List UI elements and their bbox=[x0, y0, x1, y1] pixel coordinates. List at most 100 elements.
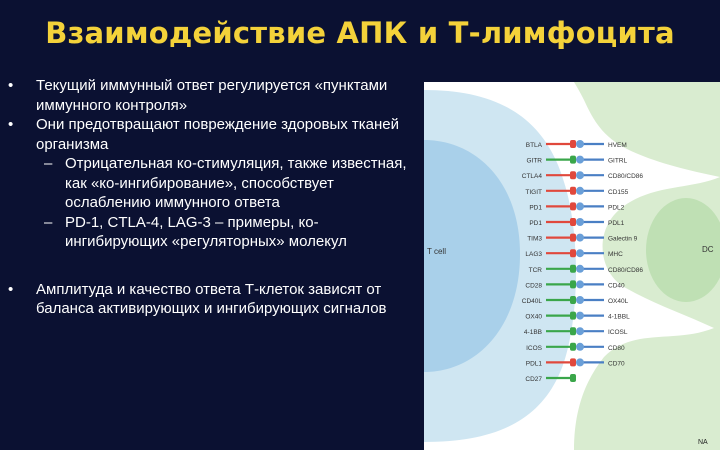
ligand-head bbox=[576, 249, 584, 258]
receptor-head bbox=[570, 155, 576, 164]
t-cell-label: T cell bbox=[427, 247, 446, 256]
receptor-ligand-pair bbox=[546, 218, 604, 226]
ligand-label: CD80/CD86 bbox=[608, 173, 643, 180]
dc-membrane bbox=[574, 82, 720, 450]
receptor-head bbox=[570, 280, 576, 289]
receptor-label: TIM3 bbox=[527, 236, 542, 243]
t-cell-nucleus bbox=[424, 140, 520, 372]
receptor-label: ICOS bbox=[526, 345, 543, 352]
receptor-ligand-pair bbox=[546, 202, 604, 211]
receptor-label: PDL1 bbox=[526, 360, 543, 367]
ligand-head bbox=[576, 171, 584, 180]
dc-label: DC bbox=[702, 245, 714, 254]
ligand-head bbox=[576, 311, 584, 320]
receptor-label: PD1 bbox=[529, 220, 542, 227]
receptor-ligand-pair bbox=[546, 186, 604, 195]
ligand-label: GITRL bbox=[608, 158, 628, 165]
bullet-text: Амплитуда и качество ответа Т-клеток зав… bbox=[36, 280, 387, 318]
receptor-ligand-pair bbox=[546, 327, 604, 336]
receptor-ligand-pair bbox=[546, 374, 576, 382]
figure-corner-text: NA bbox=[698, 439, 708, 446]
ligand-head bbox=[576, 186, 584, 195]
sub-bullet-item: –PD-1, CTLA-4, LAG-3 – примеры, ко-ингиб… bbox=[8, 213, 420, 252]
receptor-head bbox=[570, 140, 576, 148]
bullet-marker: • bbox=[8, 116, 14, 133]
bullet-text: Они предотвращают повреждение здоровых т… bbox=[36, 116, 400, 153]
receptor-label: CD28 bbox=[525, 282, 542, 289]
bullet-item: • Они предотвращают повреждение здоровых … bbox=[8, 115, 420, 154]
receptor-head bbox=[570, 218, 576, 226]
sub-bullet-text: PD-1, CTLA-4, LAG-3 – примеры, ко-ингиби… bbox=[65, 213, 347, 251]
ligand-head bbox=[576, 202, 584, 211]
receptor-head bbox=[570, 202, 576, 211]
bullet-marker: • bbox=[8, 280, 14, 298]
receptor-ligand-pair bbox=[546, 155, 604, 164]
receptor-ligand-pair bbox=[546, 171, 604, 180]
receptor-ligand-pair bbox=[546, 342, 604, 351]
figure-svg: DC T cell BTLAGITRCTLA4TIGITPD1PD1TIM3LA… bbox=[424, 82, 720, 450]
t-cell-receptor-labels: BTLAGITRCTLA4TIGITPD1PD1TIM3LAG3TCRCD28C… bbox=[522, 142, 543, 383]
receptor-label: TIGIT bbox=[525, 189, 542, 196]
ligand-head bbox=[576, 342, 584, 351]
receptor-ligand-pair bbox=[546, 264, 604, 273]
ligand-label: PDL2 bbox=[608, 204, 625, 211]
slide-title: Взаимодействие АПК и Т-лимфоцита bbox=[45, 16, 675, 50]
dc-ligand-labels: HVEMGITRLCD80/CD86CD155PDL2PDL1Galectin … bbox=[608, 142, 643, 367]
receptor-label: 4-1BB bbox=[524, 329, 542, 336]
bullet-list: •Текущий иммунный ответ регулируется «пу… bbox=[8, 76, 420, 319]
receptor-head bbox=[570, 186, 576, 195]
sub-bullet-item: –Отрицательная ко-стимуляция, также изве… bbox=[8, 154, 420, 213]
receptor-label: OX40 bbox=[525, 314, 542, 321]
dc-nucleus bbox=[646, 198, 720, 302]
sub-bullet-text: Отрицательная ко-стимуляция, также извес… bbox=[65, 155, 407, 211]
receptor-head bbox=[570, 233, 576, 242]
ligand-head bbox=[576, 327, 584, 336]
receptor-label: PD1 bbox=[529, 204, 542, 211]
receptor-head bbox=[570, 342, 576, 351]
receptor-ligand-pair bbox=[546, 311, 604, 320]
receptor-label: CD27 bbox=[525, 376, 542, 383]
ligand-label: 4-1BBL bbox=[608, 314, 630, 321]
ligand-label: OX40L bbox=[608, 298, 629, 305]
bullet-item: •Текущий иммунный ответ регулируется «пу… bbox=[8, 76, 420, 115]
ligand-label: PDL1 bbox=[608, 220, 625, 227]
receptor-head bbox=[570, 249, 576, 258]
receptor-head bbox=[570, 374, 576, 382]
ligand-label: CD70 bbox=[608, 360, 625, 367]
ligand-head bbox=[576, 155, 584, 164]
ligand-label: Galectin 9 bbox=[608, 236, 638, 243]
receptor-ligand-pair bbox=[546, 280, 604, 289]
ligand-head bbox=[576, 264, 584, 273]
ligand-label: CD80/CD86 bbox=[608, 267, 643, 274]
receptor-label: BTLA bbox=[526, 142, 543, 149]
receptor-head bbox=[570, 264, 576, 273]
ligand-label: CD80 bbox=[608, 345, 625, 352]
receptor-head bbox=[570, 358, 576, 367]
dendritic-cell: DC bbox=[574, 82, 720, 450]
ligand-label: CD155 bbox=[608, 189, 629, 196]
receptor-ligand-pair bbox=[546, 358, 604, 367]
receptor-label: LAG3 bbox=[525, 251, 542, 258]
receptor-label: GITR bbox=[526, 158, 542, 165]
receptor-head bbox=[570, 171, 576, 180]
receptor-head bbox=[570, 327, 576, 336]
dash-marker: – bbox=[44, 155, 53, 172]
receptor-head bbox=[570, 311, 576, 320]
ligand-head bbox=[576, 233, 584, 242]
bullet-marker: • bbox=[8, 77, 14, 94]
receptor-ligand-pair bbox=[546, 249, 604, 258]
receptor-ligand-pair bbox=[546, 296, 604, 304]
receptor-ligand-pair bbox=[546, 140, 604, 148]
ligand-head bbox=[576, 358, 584, 367]
receptor-label: CTLA4 bbox=[522, 173, 543, 180]
receptor-label: TCR bbox=[529, 267, 543, 274]
ligand-head bbox=[576, 218, 584, 226]
ligand-head bbox=[576, 140, 584, 148]
ligand-label: CD40 bbox=[608, 282, 625, 289]
receptor-ligand-pairs bbox=[546, 140, 604, 382]
ligand-label: HVEM bbox=[608, 142, 627, 149]
t-cell: T cell bbox=[424, 90, 576, 442]
ligand-label: ICOSL bbox=[608, 329, 628, 336]
